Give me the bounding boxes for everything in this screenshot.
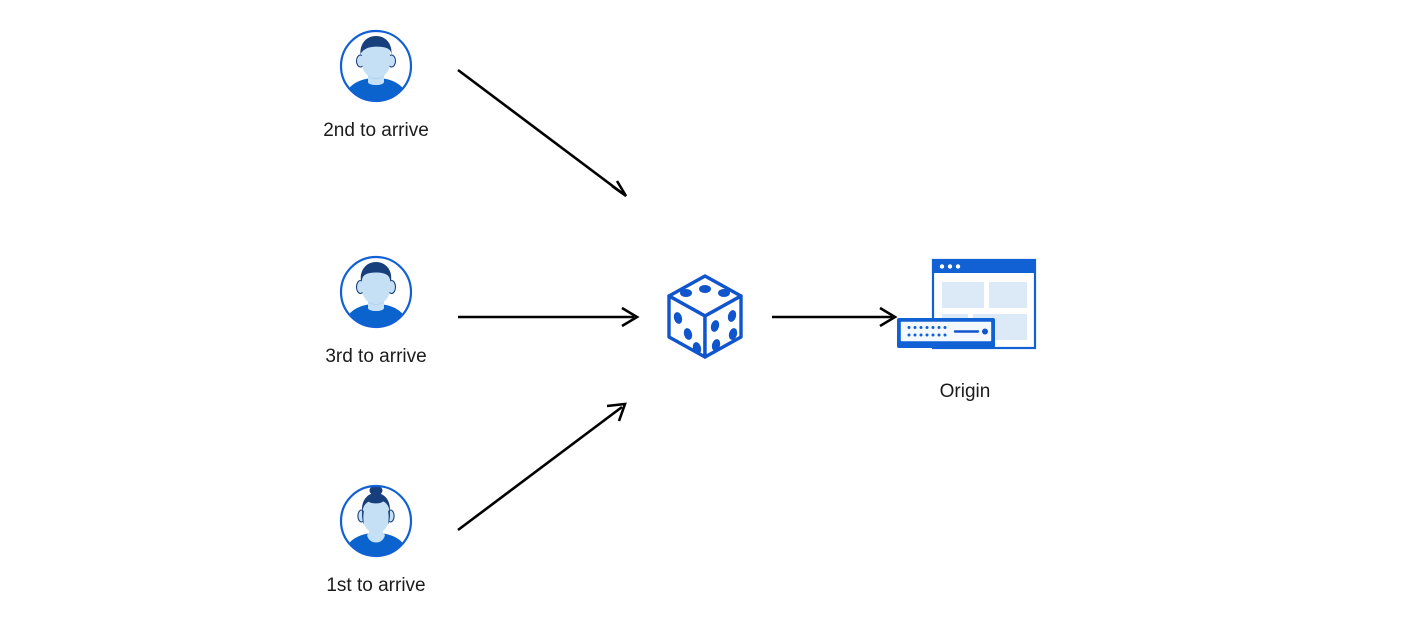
person-avatar-icon	[338, 254, 414, 335]
node-person-3rd[interactable]: 3rd to arrive	[316, 254, 436, 369]
arrow-1st-to-dice	[457, 402, 627, 532]
person-avatar-icon	[338, 28, 414, 109]
origin-server-icon	[885, 255, 1045, 370]
arrow-2nd-to-dice	[457, 68, 628, 198]
node-person-1st[interactable]: 1st to arrive	[316, 483, 436, 598]
node-label-person-1st: 1st to arrive	[326, 575, 426, 596]
arrow-3rd-to-dice	[458, 306, 640, 328]
arrow-dice-to-origin	[772, 306, 898, 328]
server-device-icon	[897, 318, 995, 348]
node-origin[interactable]: Origin	[885, 255, 1045, 404]
node-label-person-2nd: 2nd to arrive	[323, 120, 429, 141]
person-avatar-female-icon	[338, 483, 414, 564]
node-label-origin: Origin	[939, 381, 991, 402]
dice-icon	[650, 262, 760, 377]
node-person-2nd[interactable]: 2nd to arrive	[316, 28, 436, 143]
node-randomizer[interactable]	[645, 262, 765, 387]
node-label-person-3rd: 3rd to arrive	[325, 346, 427, 367]
